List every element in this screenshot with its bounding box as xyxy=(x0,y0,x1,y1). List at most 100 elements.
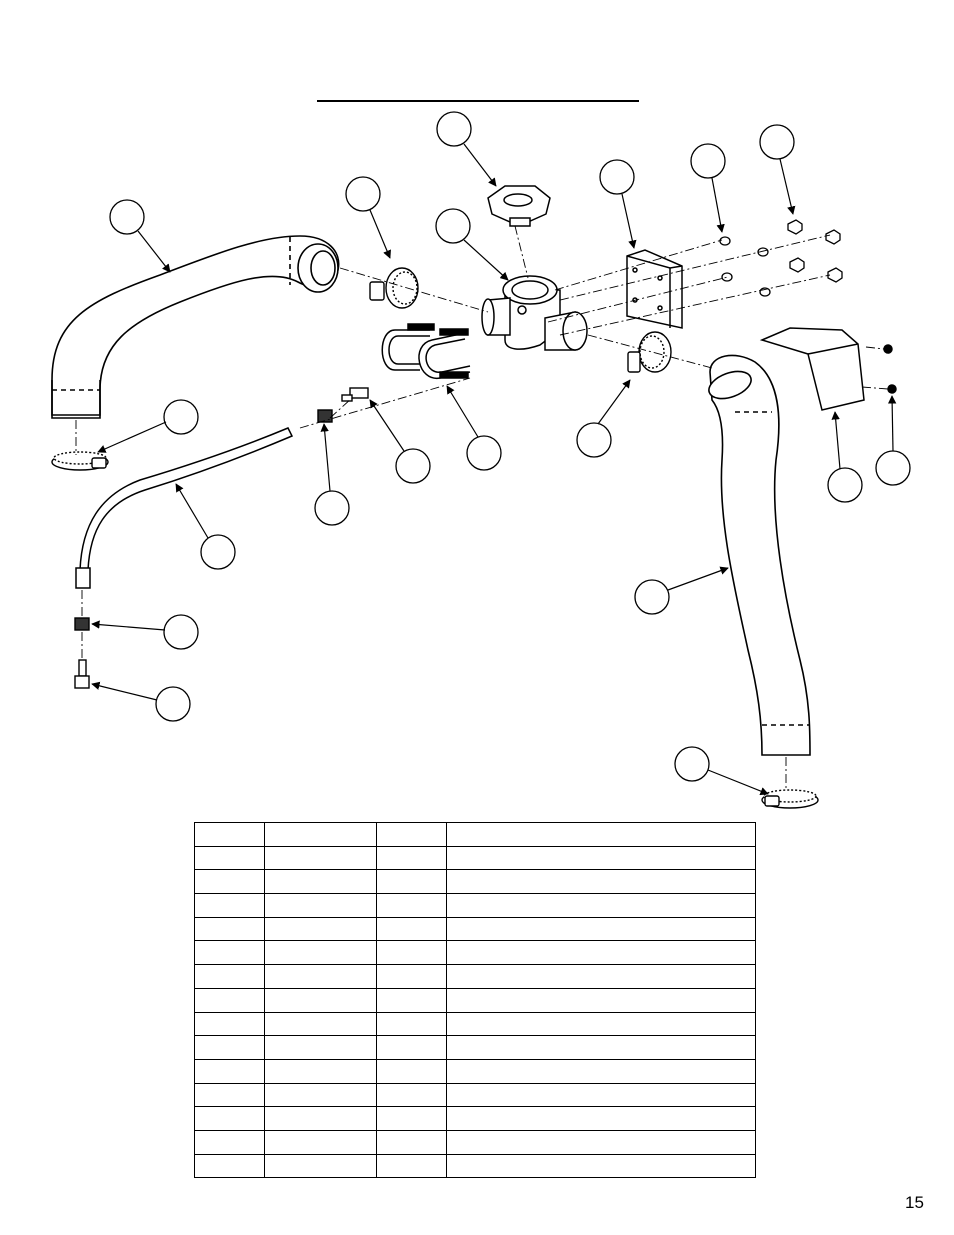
table-cell xyxy=(376,1129,447,1155)
callout-petcock xyxy=(155,686,191,722)
parts-list-table xyxy=(194,822,756,1179)
leader-arrows xyxy=(91,143,897,796)
table-row xyxy=(194,822,756,847)
callout-barb-fitting xyxy=(395,448,431,484)
lower-radiator-hose xyxy=(708,354,811,756)
table-cell xyxy=(376,869,447,895)
table-cell xyxy=(264,1082,377,1108)
callout-u-bolt xyxy=(466,435,502,471)
table-cell xyxy=(264,1058,377,1084)
callout-elbow-fitting xyxy=(314,490,350,526)
table-cell xyxy=(446,1082,756,1108)
hose-clamp-lower xyxy=(761,789,819,809)
table-cell xyxy=(446,893,756,918)
table-cell xyxy=(446,1129,756,1155)
mounting-plate xyxy=(626,249,683,329)
callout-clamp-upper-left xyxy=(163,399,199,435)
table-cell xyxy=(446,964,756,989)
table-cell xyxy=(446,1011,756,1037)
table-cell xyxy=(376,987,447,1013)
fittings xyxy=(74,387,369,689)
table-cell xyxy=(264,869,377,895)
table-cell xyxy=(376,822,447,847)
table-cell xyxy=(446,987,756,1013)
hose-clamp-tstat-right xyxy=(627,331,672,373)
table-cell xyxy=(194,893,265,918)
table-cell xyxy=(264,916,377,942)
table-cell xyxy=(194,869,265,895)
table-cell xyxy=(446,1153,756,1179)
table-cell xyxy=(264,845,377,871)
table-row xyxy=(194,1035,756,1060)
alignment-lines xyxy=(75,225,889,790)
table-cell xyxy=(264,1035,377,1060)
table-cell xyxy=(264,822,377,847)
table-cell xyxy=(194,940,265,966)
callout-clamp-right xyxy=(576,422,612,458)
table-cell xyxy=(376,1153,447,1179)
callout-nut xyxy=(759,124,795,160)
table-row xyxy=(194,1058,756,1084)
callout-clamp-left xyxy=(345,176,381,212)
table-row xyxy=(194,1082,756,1108)
table-row xyxy=(194,1106,756,1131)
table-row xyxy=(194,916,756,942)
table-cell xyxy=(446,1106,756,1131)
table-cell xyxy=(194,1153,265,1179)
hose-clamp-tstat-left xyxy=(369,267,419,309)
exploded-parts-diagram xyxy=(51,111,911,809)
overflow-hose xyxy=(75,427,294,589)
hose-clamp-upper-left xyxy=(51,451,109,471)
table-cell xyxy=(264,1106,377,1131)
table-cell xyxy=(376,916,447,942)
table-cell xyxy=(446,940,756,966)
callout-thermostat-housing xyxy=(435,208,471,244)
table-cell xyxy=(264,964,377,989)
table-cell xyxy=(376,964,447,989)
radiator-cap xyxy=(487,185,551,227)
table-row xyxy=(194,845,756,871)
table-row xyxy=(194,987,756,1013)
table-cell xyxy=(446,822,756,847)
table-cell xyxy=(446,869,756,895)
table-cell xyxy=(376,1106,447,1131)
table-cell xyxy=(446,845,756,871)
callout-clamp-lower xyxy=(674,746,710,782)
table-cell xyxy=(194,1106,265,1131)
table-cell xyxy=(194,822,265,847)
table-cell xyxy=(194,1058,265,1084)
table-cell xyxy=(194,916,265,942)
callout-screw xyxy=(875,450,911,486)
callout-lower-hose xyxy=(634,579,670,615)
table-row xyxy=(194,893,756,918)
table-cell xyxy=(264,1153,377,1179)
callout-overflow-hose xyxy=(200,534,236,570)
table-row xyxy=(194,869,756,895)
thermostat-housing xyxy=(481,275,588,351)
table-cell xyxy=(376,1035,447,1060)
table-row xyxy=(194,1129,756,1155)
table-row xyxy=(194,964,756,989)
upper-radiator-hose xyxy=(51,235,340,419)
table-cell xyxy=(264,987,377,1013)
table-cell xyxy=(194,1082,265,1108)
callout-cover-bracket xyxy=(827,467,863,503)
table-cell xyxy=(264,893,377,918)
table-cell xyxy=(376,893,447,918)
table-cell xyxy=(194,845,265,871)
table-cell xyxy=(194,1129,265,1155)
callout-radiator-cap xyxy=(436,111,472,147)
callout-washer xyxy=(690,143,726,179)
table-cell xyxy=(446,916,756,942)
table-cell xyxy=(194,964,265,989)
u-bolts xyxy=(381,323,471,379)
table-row xyxy=(194,1011,756,1037)
table-cell xyxy=(264,1011,377,1037)
callout-upper-hose xyxy=(109,199,145,235)
callout-hose-clamp-small xyxy=(163,614,199,650)
table-cell xyxy=(376,1058,447,1084)
table-cell xyxy=(194,987,265,1013)
table-cell xyxy=(376,845,447,871)
callout-mounting-plate xyxy=(599,159,635,195)
